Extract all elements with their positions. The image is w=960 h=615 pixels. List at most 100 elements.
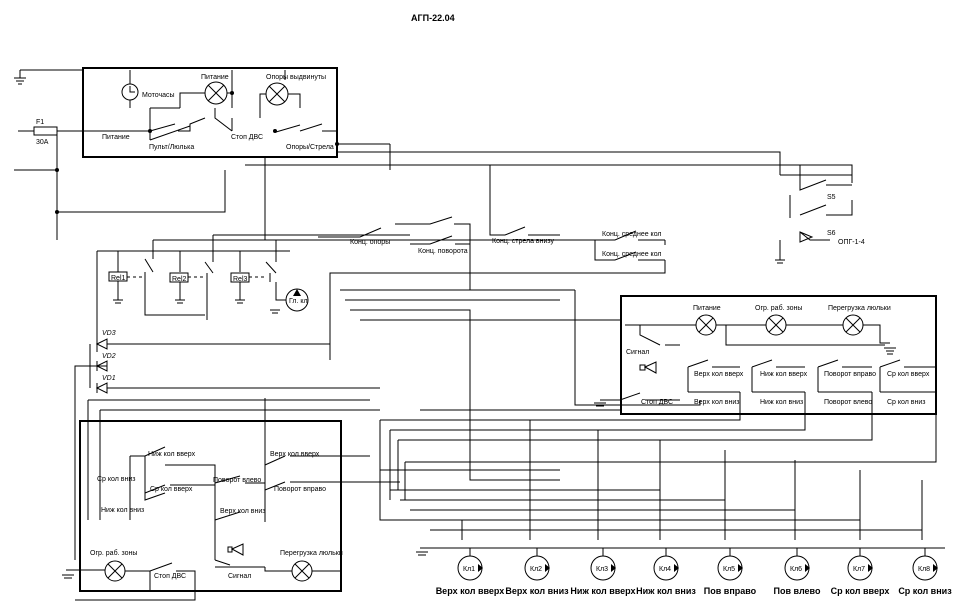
valve-label: Ср кол вверх: [831, 586, 890, 596]
power-switch-label: Питание: [102, 134, 130, 141]
mid-knee-limit-switch: [594, 230, 665, 261]
rotation-limit-switch: [395, 216, 471, 290]
basket-signal-label: Сигнал: [626, 349, 649, 356]
remote-control-panel: [79, 420, 342, 592]
valve-arrow-icon: [611, 564, 616, 572]
remote-overload-lamp-icon: [291, 560, 313, 582]
boom-down-limit-switch: [489, 165, 560, 236]
basket-sw-bot-1: Ниж кол вниз: [760, 399, 803, 406]
zone-lamp-label: Огр. раб. зоны: [755, 304, 802, 312]
valve-label: Пов влево: [774, 586, 821, 596]
top-control-panel: [82, 67, 338, 158]
limit-sensor-icon: [799, 231, 814, 243]
svg-text:Rel2: Rel2: [172, 276, 187, 283]
basket-sw-top-0: Верх кол вверх: [694, 371, 744, 378]
valve-id: Кл3: [596, 566, 608, 573]
remote-signal: Сигнал: [228, 573, 251, 580]
supports-lamp-icon: [265, 82, 289, 106]
basket-sw-bot-0: Верх кол вниз: [694, 399, 739, 406]
hour-meter-label: Моточасы: [142, 92, 175, 99]
hour-meter-icon: [121, 83, 139, 101]
boom-down-limit-label: Конц. стрела внизу: [492, 238, 555, 245]
valve-id: Кл2: [530, 566, 542, 573]
basket-sw-bot-3: Ср кол вниз: [887, 399, 926, 406]
svg-text:Rel3: Rel3: [233, 276, 248, 283]
vd1-label: VD1: [102, 375, 116, 382]
valve-id: Кл7: [853, 566, 865, 573]
basket-switch-group: [687, 359, 936, 393]
s6-label: S6: [827, 230, 836, 237]
basket-stop-engine-label: Стоп ДВС: [641, 399, 673, 406]
remote-up-down: Верх кол вниз: [220, 508, 265, 515]
remote-switch-label: Пульт/Люлька: [149, 144, 194, 151]
horn-icon: [639, 361, 657, 374]
fuse-rating: 30A: [36, 139, 49, 146]
svg-text:Rel1: Rel1: [111, 275, 126, 282]
main-valve-label: Гл. кл: [289, 298, 308, 305]
valve-id: Кл8: [918, 566, 930, 573]
valve-label: Ниж кол вверх: [570, 586, 635, 596]
remote-overload-label: Перегрузка люльки: [280, 550, 343, 557]
ground-icon: [14, 70, 26, 85]
remote-low-up: Ниж кол вверх: [148, 451, 196, 458]
remote-rot-left: Поворот влево: [213, 477, 261, 484]
basket-power-lamp-icon: [695, 314, 717, 336]
valve-arrow-icon: [868, 564, 873, 572]
ground-icon: [113, 299, 245, 304]
remote-mid-down: Ср кол вниз: [97, 476, 136, 483]
supports-lamp-label: Опоры выдвинуты: [266, 74, 326, 81]
fuse-name: F1: [36, 119, 44, 126]
remote-up-up: Верх кол вверх: [270, 451, 320, 458]
diagram-title: АГП-22.04: [411, 13, 455, 23]
remote-zone-lamp-label: Огр. раб. зоны: [90, 549, 137, 557]
supports-limit-label: Конц. опоры: [350, 239, 390, 246]
valve-label: Ниж кол вниз: [636, 586, 696, 596]
power-lamp-icon: [204, 81, 228, 105]
valve-arrow-icon: [738, 564, 743, 572]
valve-id: Кл5: [723, 566, 735, 573]
remote-low-down: Ниж кол вниз: [101, 507, 144, 514]
rotation-limit-label: Конц. поворота: [418, 248, 468, 255]
diode-vd1: [95, 382, 108, 394]
vd2-label: VD2: [102, 353, 116, 360]
opg-label: ОПГ-1-4: [838, 239, 865, 246]
s5-label: S5: [827, 194, 836, 201]
relay-3: Rel3: [230, 272, 250, 283]
diode-vd3: [95, 338, 108, 350]
basket-sw-top-1: Ниж кол вверх: [760, 371, 808, 378]
vd3-label: VD3: [102, 330, 116, 337]
overload-lamp-icon: [842, 314, 864, 336]
mid-knee-limit-label-1: Конц. среднее кол: [602, 231, 662, 238]
s-block: [775, 164, 853, 264]
remote-horn-icon: [214, 543, 265, 568]
power-lamp-label: Питание: [201, 74, 229, 81]
valve-label: Пов вправо: [704, 586, 757, 596]
fuse-icon: [33, 126, 58, 136]
valve-id: Кл4: [659, 566, 671, 573]
valve-arrow-icon: [805, 564, 810, 572]
basket-sw-top-3: Ср кол вверх: [887, 371, 930, 378]
basket-power-label: Питание: [693, 305, 721, 312]
relay-1: Rel1: [108, 271, 128, 282]
basket-sw-bot-2: Поворот влево: [824, 399, 872, 406]
valve-arrow-icon: [545, 564, 550, 572]
stop-engine-label: Стоп ДВС: [231, 134, 263, 141]
power-switch: [149, 107, 206, 140]
remote-stop-engine: Стоп ДВС: [154, 573, 186, 580]
supports-boom-label: Опоры/Стрела: [286, 144, 334, 151]
supports-boom-switch: [275, 123, 337, 133]
remote-rot-right: Поворот вправо: [274, 486, 326, 493]
valve-id: Кл6: [790, 566, 802, 573]
stop-engine-switch: [214, 108, 233, 132]
zone-lamp-icon: [765, 314, 787, 336]
valve-arrow-icon: [933, 564, 938, 572]
remote-zone-lamp-icon: [104, 560, 126, 582]
